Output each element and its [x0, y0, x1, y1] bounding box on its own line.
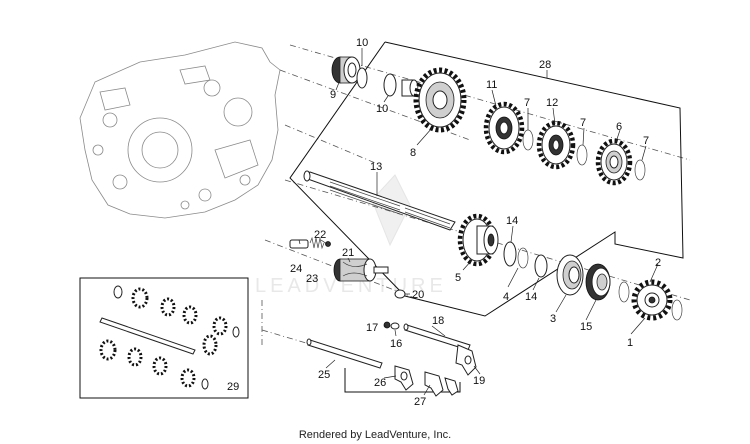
- callout-12: 12: [546, 97, 558, 109]
- callout-6: 6: [616, 121, 622, 133]
- callout-15: 15: [580, 321, 592, 333]
- callout-25: 25: [318, 369, 330, 381]
- callout-3: 3: [550, 313, 556, 325]
- washer-10b: [383, 73, 397, 97]
- fork-shaft-18: [403, 323, 471, 351]
- gear-5: [457, 213, 499, 267]
- callout-4: 4: [503, 291, 509, 303]
- shift-drum-21: [333, 258, 389, 282]
- callout-labels: 1 2 3 4 5 6 7 7 7 8 9 10 10 11 12 13 14 …: [227, 37, 661, 408]
- bearing-3: [556, 254, 584, 296]
- circlip-2b: [671, 299, 683, 321]
- washer-14a: [503, 241, 517, 267]
- shift-fork-19: [455, 344, 477, 376]
- spring-23: [309, 236, 325, 250]
- callout-2: 2: [655, 257, 661, 269]
- gear-8: [413, 67, 467, 133]
- gear-6: [595, 138, 633, 186]
- sprocket-1: [631, 279, 673, 321]
- oil-seal-15: [585, 263, 611, 301]
- circlip-2a: [618, 281, 630, 303]
- bolt-17: [383, 321, 391, 329]
- group-28-frame: [289, 41, 684, 317]
- gear-12: [536, 120, 576, 170]
- callout-1: 1: [627, 337, 633, 349]
- crankcase-housing: [79, 41, 281, 219]
- callout-10b: 10: [376, 103, 388, 115]
- callout-24: 24: [290, 263, 302, 275]
- main-shaft-13: [303, 170, 456, 231]
- circlip-7a: [522, 129, 534, 151]
- washer-16: [390, 322, 400, 330]
- shift-fork-26: [394, 365, 414, 391]
- shift-fork-27: [424, 371, 459, 397]
- callout-18: 18: [432, 315, 444, 327]
- spacer-bushing: [401, 79, 419, 97]
- washer-10a: [356, 67, 368, 89]
- callout-14b: 14: [525, 291, 537, 303]
- group-27-bracket: [344, 368, 461, 393]
- callout-5: 5: [455, 272, 461, 284]
- callout-27: 27: [414, 396, 426, 408]
- callout-10a: 10: [356, 37, 368, 49]
- callout-29: 29: [227, 381, 239, 393]
- circlip-7b: [576, 144, 588, 166]
- callout-11: 11: [486, 79, 497, 91]
- callout-23: 23: [306, 273, 318, 285]
- callout-19: 19: [473, 375, 485, 387]
- callout-9: 9: [330, 89, 336, 101]
- leader-lines: [298, 48, 659, 396]
- callout-16: 16: [390, 338, 402, 350]
- circlip-7c: [634, 159, 646, 181]
- callout-21: 21: [342, 247, 354, 259]
- washer-14b: [534, 254, 548, 278]
- callout-20: 20: [412, 289, 424, 301]
- gear-11: [483, 101, 525, 155]
- callout-26: 26: [374, 377, 386, 389]
- washer-20: [394, 289, 406, 299]
- callout-14a: 14: [506, 215, 518, 227]
- footer-credit: Rendered by LeadVenture, Inc.: [299, 429, 451, 441]
- callout-7c: 7: [643, 135, 649, 147]
- callout-7a: 7: [524, 97, 530, 109]
- assembly-axes: [261, 44, 691, 351]
- callout-17: 17: [366, 322, 378, 334]
- callout-28: 28: [539, 59, 551, 71]
- needle-bearing-9: [331, 56, 361, 84]
- ball-22: [325, 241, 331, 247]
- callout-7b: 7: [580, 117, 586, 129]
- callout-13: 13: [370, 161, 382, 173]
- circlip-4: [517, 247, 529, 269]
- callout-8: 8: [410, 147, 416, 159]
- inset-assembly-29: [79, 277, 249, 399]
- callout-22: 22: [314, 229, 326, 241]
- fork-rod-25: [306, 338, 383, 369]
